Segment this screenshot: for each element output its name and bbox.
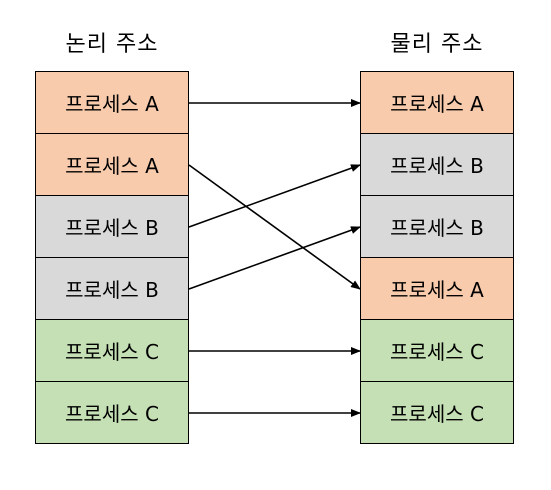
- logical-address-title: 논리 주소: [65, 32, 159, 57]
- physical-address-title: 물리 주소: [390, 32, 484, 57]
- physical-address-column: 프로세스 A 프로세스 B 프로세스 B 프로세스 A 프로세스 C 프로세스 …: [360, 71, 514, 444]
- physical-cell-2: 프로세스 B: [360, 133, 514, 196]
- physical-cell-3: 프로세스 B: [360, 195, 514, 258]
- logical-cell-3: 프로세스 B: [35, 195, 189, 258]
- physical-cell-1: 프로세스 A: [360, 71, 514, 134]
- physical-cell-6: 프로세스 C: [360, 381, 514, 444]
- logical-cell-1: 프로세스 A: [35, 71, 189, 134]
- physical-cell-4: 프로세스 A: [360, 257, 514, 320]
- physical-cell-5: 프로세스 C: [360, 319, 514, 382]
- logical-address-column: 프로세스 A 프로세스 A 프로세스 B 프로세스 B 프로세스 C 프로세스 …: [35, 71, 189, 444]
- mapping-arrow-3: [188, 164, 361, 228]
- logical-cell-6: 프로세스 C: [35, 381, 189, 444]
- mapping-arrow-2: [188, 164, 361, 290]
- logical-cell-4: 프로세스 B: [35, 257, 189, 320]
- logical-cell-2: 프로세스 A: [35, 133, 189, 196]
- logical-cell-5: 프로세스 C: [35, 319, 189, 382]
- mapping-arrow-4: [188, 226, 361, 290]
